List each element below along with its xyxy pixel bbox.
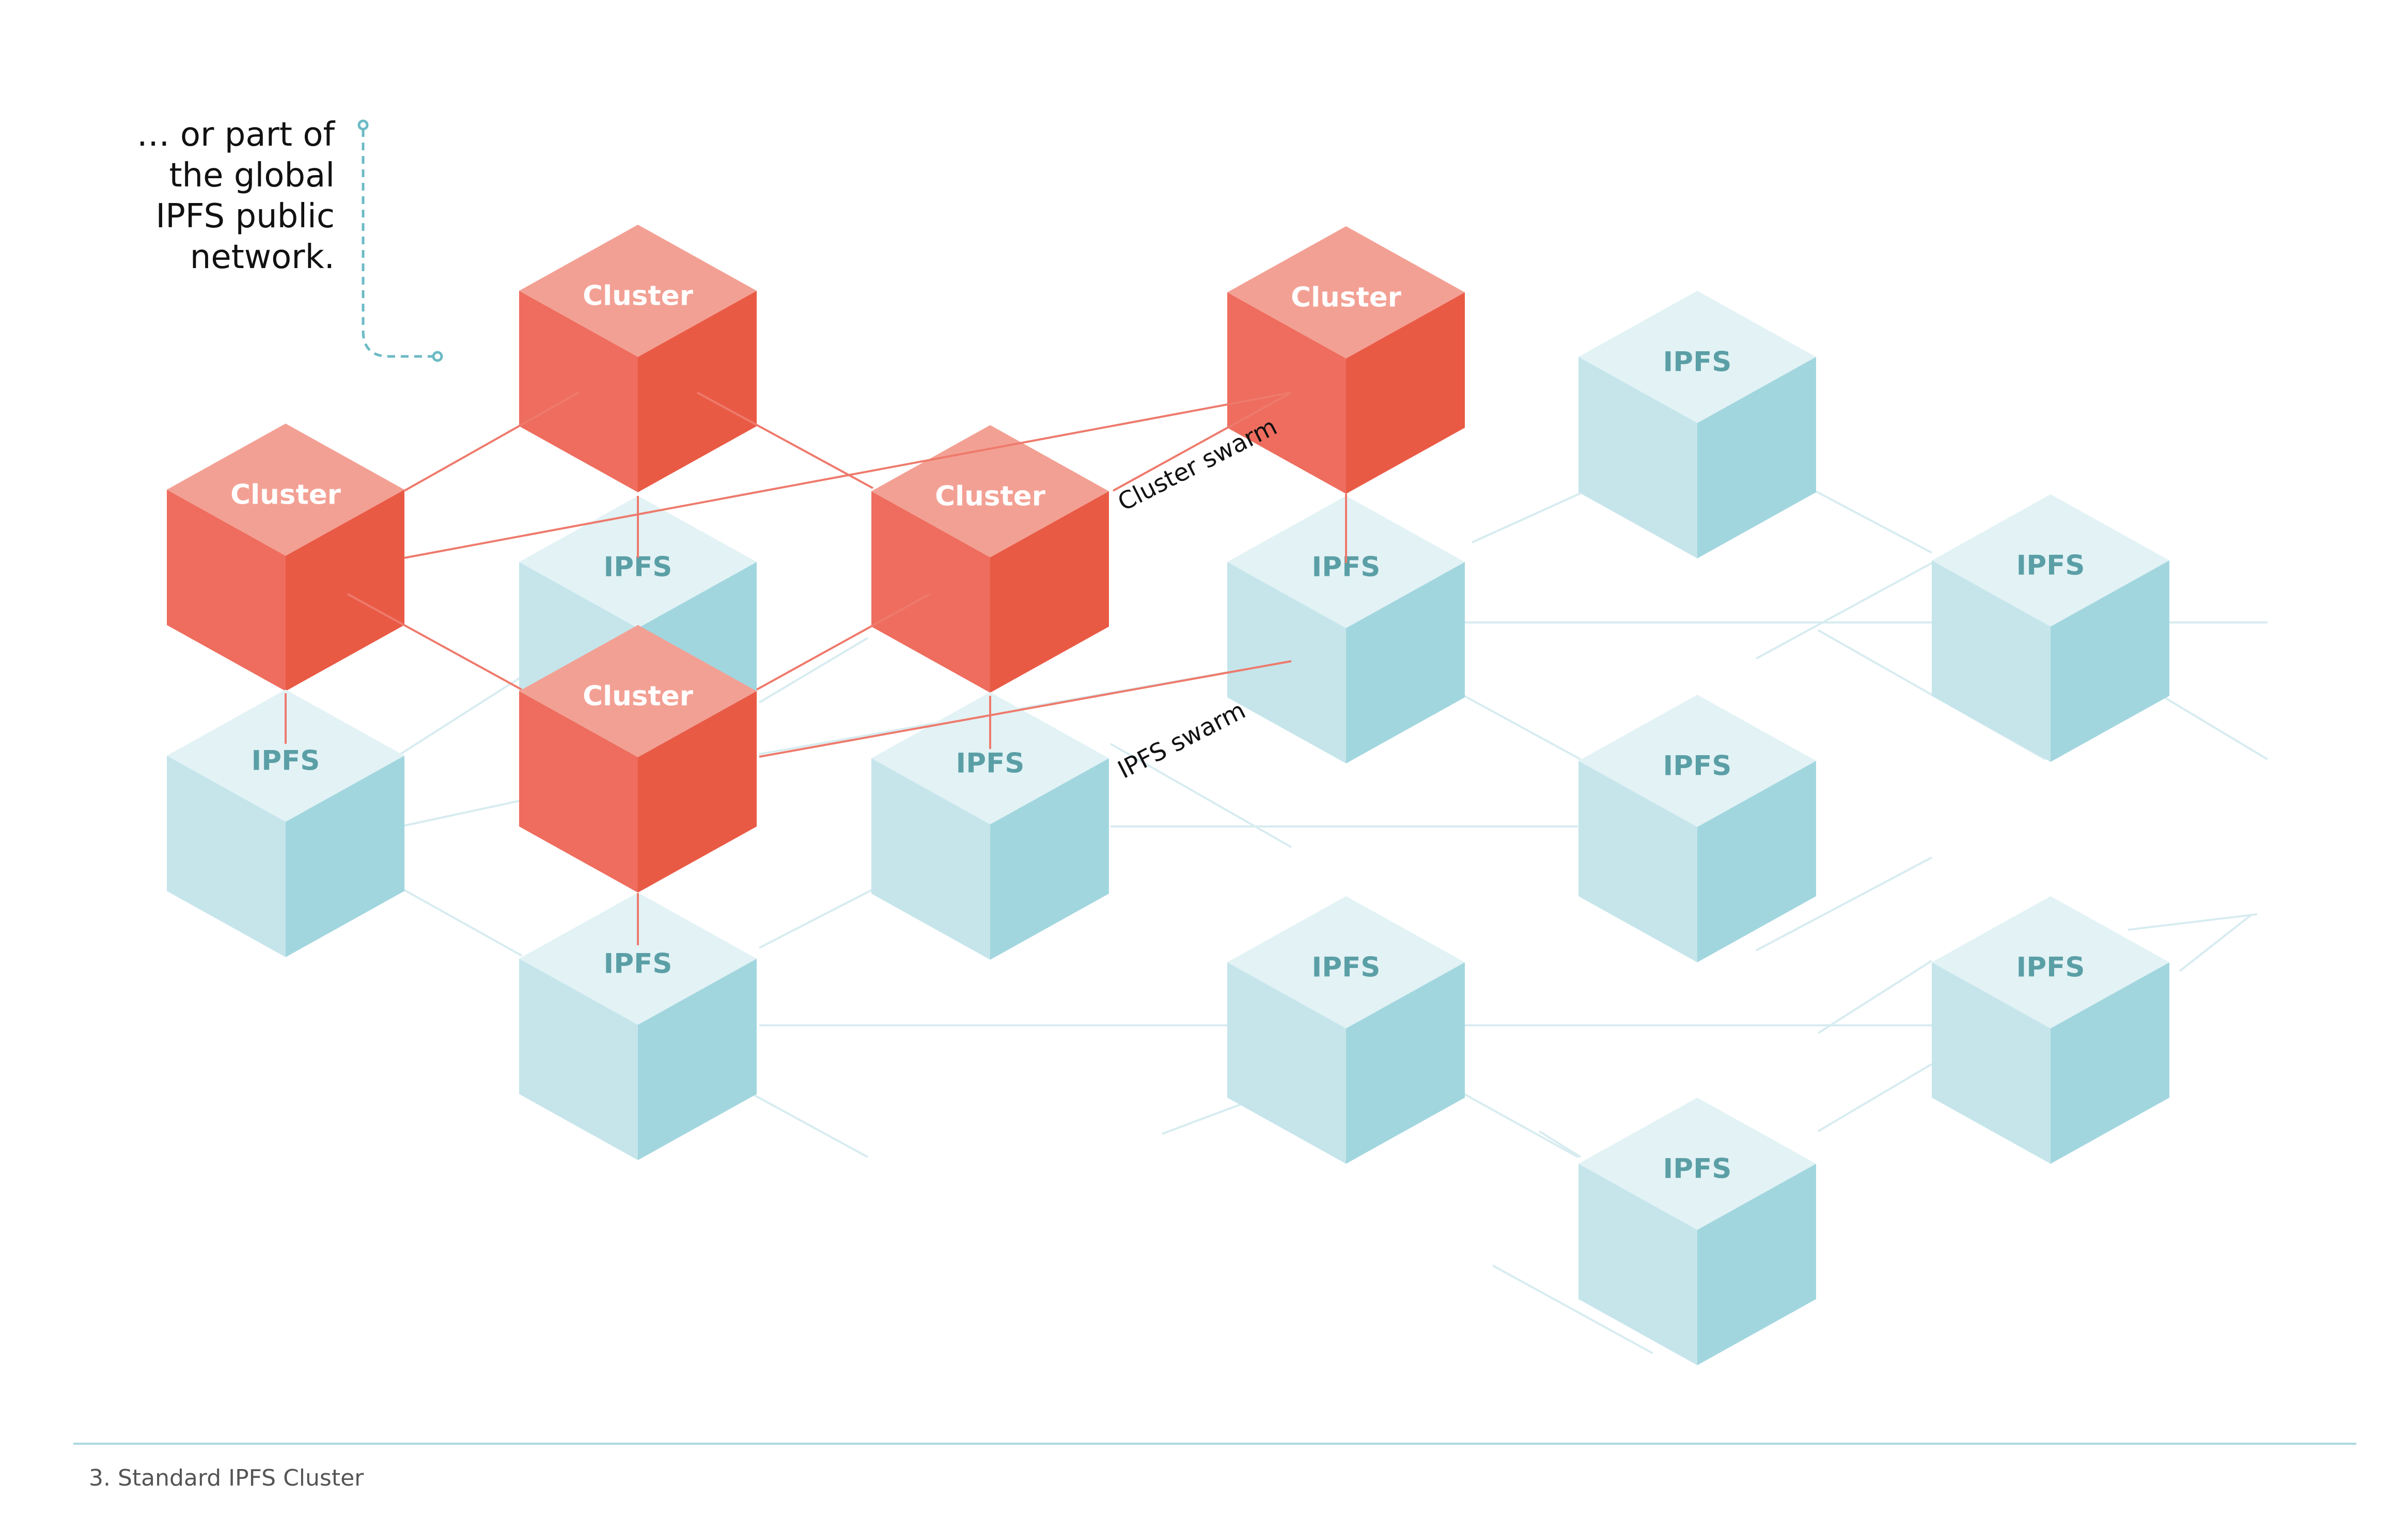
cube-left-face: [167, 756, 286, 957]
callout-line-1: … or part of: [137, 116, 336, 154]
ipfs-swarm-link: [2128, 913, 2258, 931]
ipfs-swarm-link: [1472, 492, 1581, 543]
cube-left-face: [871, 491, 990, 693]
callout-line-3: IPFS public: [155, 197, 335, 236]
ipfs-label: IPFS: [252, 745, 320, 776]
ipfs-label: IPFS: [604, 948, 673, 979]
cluster-swarm-link: [756, 593, 930, 691]
callout-dot-end: [432, 351, 443, 362]
ipfs-swarm-link: [1756, 856, 1932, 951]
cube-right-face: [1697, 761, 1816, 962]
cube-left-face: [519, 959, 638, 1160]
ipfs-label: IPFS: [1663, 750, 1732, 782]
ipfs-node: IPFS: [1578, 695, 1816, 962]
ipfs-node: IPFS: [1932, 494, 2169, 762]
cluster-swarm-link: [404, 392, 1292, 559]
cluster-label: Cluster: [1291, 282, 1401, 313]
callout-connector: [362, 129, 434, 358]
cube-right-face: [1346, 962, 1465, 1164]
cluster-label: Cluster: [230, 479, 341, 510]
ipfs-swarm-link: [2179, 913, 2253, 972]
cube-right-face: [1346, 562, 1465, 763]
cluster-node: Cluster: [519, 225, 757, 492]
ipfs-swarm-link: [758, 637, 869, 704]
cluster-node: Cluster: [871, 425, 1109, 693]
cluster-swarm-link: [347, 593, 522, 691]
ipfs-swarm-link: [1110, 743, 1292, 848]
cluster-node: Cluster: [519, 625, 757, 893]
cube-right-face: [1346, 292, 1465, 494]
cube-right-face: [2051, 962, 2169, 1164]
cube-right-face: [286, 490, 404, 691]
ipfs-node: IPFS: [167, 690, 404, 957]
cluster-swarm-link: [759, 660, 1292, 758]
cluster-swarm-link: [1113, 392, 1292, 492]
cube-left-face: [519, 291, 638, 492]
cluster-label: Cluster: [583, 680, 693, 712]
cube-right-face: [2051, 560, 2169, 762]
ipfs-swarm-link: [1492, 1264, 1653, 1354]
ipfs-swarm-link: [399, 676, 523, 755]
ipfs-swarm-link: [1538, 1130, 1582, 1158]
ipfs-node: IPFS: [1578, 291, 1816, 558]
ipfs-label: IPFS: [1663, 346, 1732, 378]
cube-right-face: [638, 959, 757, 1160]
ipfs-node: IPFS: [519, 893, 757, 1160]
cube-left-face: [1578, 1164, 1697, 1365]
ipfs-swarm-link: [1817, 1063, 1933, 1132]
callout-dot-top: [357, 119, 369, 131]
cube-left-face: [1932, 962, 2051, 1164]
cube-right-face: [1697, 1164, 1816, 1365]
cluster-label: Cluster: [935, 480, 1045, 512]
cluster-swarm-links: [285, 392, 1347, 945]
cluster-label: Cluster: [583, 280, 693, 311]
ipfs-label: IPFS: [2016, 951, 2085, 983]
ipfs-swarm-link: [1817, 960, 1933, 1034]
ipfs-label: IPFS: [1663, 1153, 1732, 1184]
cube-right-face: [286, 756, 404, 957]
cube-left-face: [1578, 357, 1697, 558]
ipfs-node: IPFS: [871, 692, 1109, 960]
cluster-swarm-link: [697, 392, 873, 489]
cube-left-face: [519, 691, 638, 893]
ipfs-swarm-link: [1756, 562, 1932, 660]
cube-left-face: [1578, 761, 1697, 962]
cube-right-face: [1697, 357, 1816, 558]
cluster-swarm-label: Cluster swarm: [1113, 412, 1281, 517]
ipfs-node: IPFS: [1227, 896, 1465, 1164]
cluster-node: Cluster: [167, 424, 404, 691]
cube-right-face: [638, 291, 757, 492]
ipfs-label: IPFS: [2016, 550, 2085, 581]
cube-left-face: [1932, 560, 2051, 762]
ipfs-node: IPFS: [1932, 896, 2169, 1164]
ipfs-swarm-label: IPFS swarm: [1113, 696, 1250, 784]
ipfs-label: IPFS: [1312, 951, 1381, 983]
cluster-swarm-link: [404, 392, 579, 492]
callout-line-2: the global: [169, 157, 335, 195]
figure-caption: 3. Standard IPFS Cluster: [89, 1465, 364, 1491]
cluster-node: Cluster: [1227, 226, 1465, 494]
cube-left-face: [1227, 962, 1346, 1164]
ipfs-label: IPFS: [956, 747, 1025, 779]
ipfs-swarm-links: [346, 459, 2269, 1354]
ipfs-node: IPFS: [1578, 1098, 1816, 1365]
cube-right-face: [638, 691, 757, 893]
cube-left-face: [167, 490, 286, 691]
callout-line-4: network.: [190, 238, 335, 276]
cube-right-face: [990, 491, 1109, 693]
callout: … or part of the global IPFS public netw…: [137, 116, 443, 362]
cube-right-face: [990, 758, 1109, 960]
cube-left-face: [871, 758, 990, 960]
